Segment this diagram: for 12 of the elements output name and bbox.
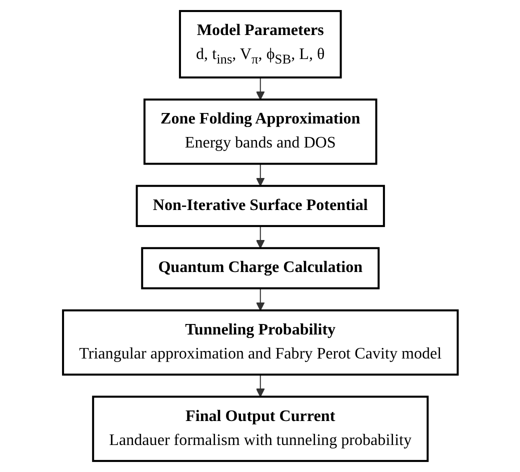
arrow bbox=[256, 374, 264, 398]
arrow bbox=[256, 226, 264, 249]
node-box bbox=[140, 247, 380, 290]
node-box bbox=[135, 184, 385, 228]
arrow bbox=[256, 77, 264, 100]
flowchart: Model Parameters d, t$_{ins}$, V$_{π}$, ϕ$_{SB}$, L, θ Zone Folding Approximation Energy bands and DOS Non-Iterative Surface Potential Quantum Charge Calculation Tunneling Probability Triangular approximation and Fabry Perot Cavity model Final Output Current Landauer formalism with tunneling probability bbox=[54, 3, 466, 469]
node-box bbox=[143, 98, 377, 165]
node-box bbox=[178, 10, 342, 78]
node-box bbox=[92, 396, 428, 462]
arrow bbox=[256, 288, 264, 311]
arrow bbox=[256, 164, 264, 186]
node-box bbox=[62, 309, 458, 376]
